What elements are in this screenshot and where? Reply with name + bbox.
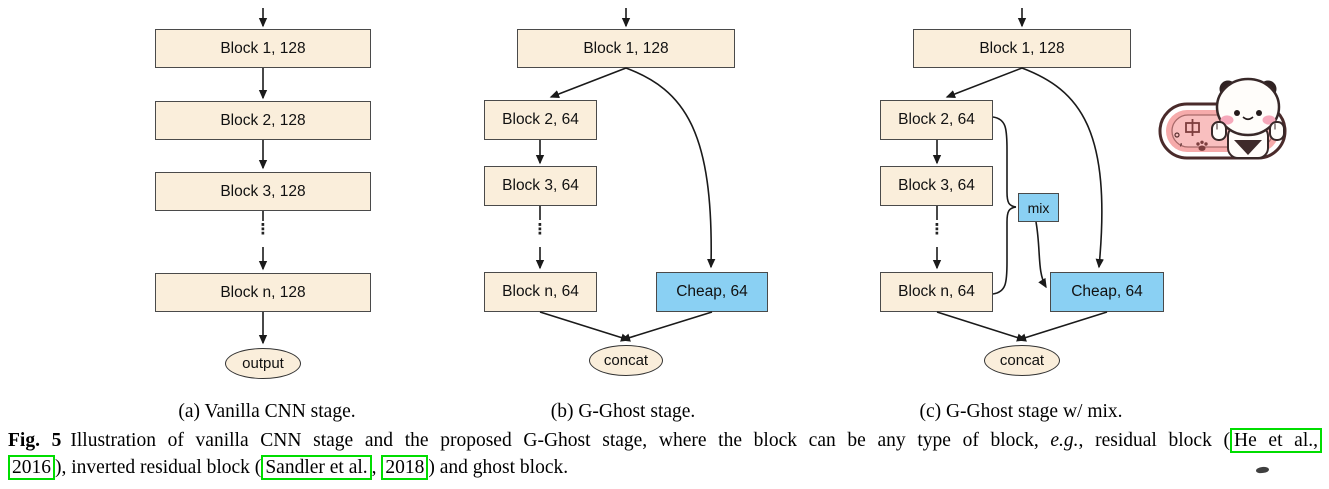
- concat-node-b: concat: [589, 345, 663, 376]
- cheap-node-c: Cheap, 64: [1050, 272, 1164, 312]
- panda-blush-left: [1220, 115, 1234, 125]
- arrow-c-cheap-concat: [1016, 311, 1108, 342]
- comma-mark: ,: [1179, 134, 1183, 149]
- panda-body: [1227, 125, 1269, 159]
- block-node-c2: Block 2, 64: [880, 100, 993, 140]
- figure-label: Fig. 5: [8, 430, 62, 451]
- degree-mark-icon: [1174, 132, 1180, 138]
- caption-text: , residual block (: [1078, 430, 1231, 451]
- panda-paw-lines: [1216, 123, 1276, 130]
- block-node-b2: Block 2, 64: [484, 100, 597, 140]
- block-node-bn: Block n, 64: [484, 272, 597, 312]
- subcaption-c: (c) G-Ghost stage w/ mix.: [919, 401, 1123, 422]
- subcaption-b: (b) G-Ghost stage.: [550, 401, 696, 422]
- brace-c-block2-mix: [992, 116, 1017, 208]
- panda-sticker: ,: [1158, 77, 1287, 160]
- citation-link-he[interactable]: He et al.,: [1230, 428, 1323, 453]
- panda-head: [1215, 77, 1281, 137]
- arrow-c-1-2: [945, 67, 1023, 98]
- curve-c-1-cheap: [1021, 67, 1104, 269]
- sticker-pill-pink: [1166, 110, 1279, 152]
- panda-blush-right: [1262, 115, 1276, 125]
- panda-ear-right: [1259, 80, 1277, 98]
- paw-print-icon: [1196, 140, 1208, 151]
- block-node-b3: Block 3, 64: [484, 166, 597, 206]
- panda-paws: [1211, 121, 1285, 141]
- brace-c-blockn-mix: [992, 206, 1017, 295]
- citation-link-sandler[interactable]: Sandler et al.: [261, 455, 372, 480]
- panda-eye-left: [1234, 110, 1240, 116]
- cheap-node-b: Cheap, 64: [656, 272, 768, 312]
- mix-node: mix: [1018, 193, 1059, 222]
- panda-eye-right: [1256, 110, 1262, 116]
- sticker-pill-inner: [1171, 114, 1274, 148]
- arrow-b-n-concat: [539, 311, 631, 342]
- figure-caption-line1: Fig. 5 Illustration of vanilla CNN stage …: [8, 428, 1323, 453]
- vertical-ellipsis: ⋮: [532, 220, 548, 238]
- block-node-c1: Block 1, 128: [913, 29, 1131, 68]
- block-node-cn: Block n, 64: [880, 272, 993, 312]
- block-node-c3: Block 3, 64: [880, 166, 993, 206]
- caption-text: Illustration of vanilla CNN stage and th…: [70, 430, 1051, 451]
- block-node-b1: Block 1, 128: [517, 29, 735, 68]
- caption-text: ), inverted residual block (: [55, 457, 262, 478]
- arrow-b-1-2: [549, 67, 627, 98]
- block-node-a3: Block 3, 128: [155, 172, 371, 211]
- block-node-an: Block n, 128: [155, 273, 371, 312]
- curve-c-mix-cheap: [1035, 221, 1047, 289]
- citation-link-2018[interactable]: 2018: [381, 455, 429, 480]
- vertical-ellipsis: ⋮: [255, 220, 271, 238]
- arrow-b-cheap-concat: [620, 311, 713, 342]
- subcaption-a: (a) Vanilla CNN stage.: [178, 401, 356, 422]
- concat-node-c: concat: [984, 345, 1060, 376]
- caption-text: ) and ghost block.: [428, 457, 569, 478]
- arrow-c-n-concat: [936, 311, 1027, 342]
- sticker-pill-outline: [1158, 102, 1287, 160]
- caption-eg-italic: e.g.: [1050, 430, 1079, 451]
- block-node-a1: Block 1, 128: [155, 29, 371, 68]
- output-node: output: [225, 348, 301, 379]
- caption-text: ,: [371, 457, 382, 478]
- zh-char-icon: [1185, 119, 1200, 136]
- curve-b-1-cheap: [625, 67, 716, 269]
- panda-mouth: [1242, 116, 1254, 121]
- panda-ear-left: [1219, 80, 1237, 98]
- vertical-ellipsis: ⋮: [929, 220, 945, 238]
- citation-link-2016[interactable]: 2016: [8, 455, 55, 480]
- block-node-a2: Block 2, 128: [155, 101, 371, 140]
- panda-scarf: [1234, 140, 1262, 155]
- figure-caption-line2: 2016), inverted residual block (Sandler …: [8, 455, 1322, 480]
